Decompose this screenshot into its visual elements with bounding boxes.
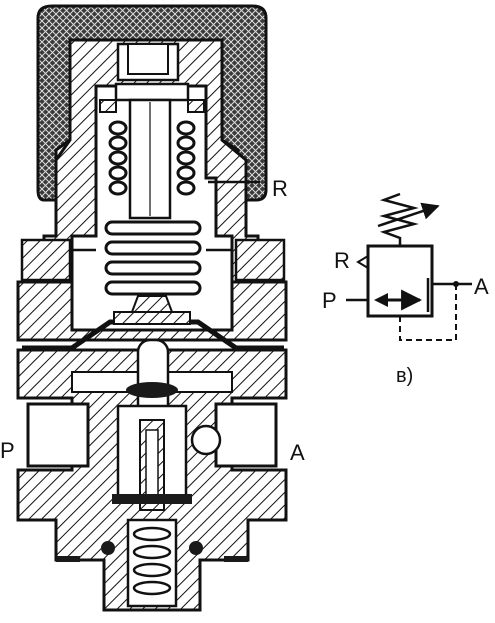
symbol-relief-exhaust — [356, 255, 369, 269]
symbol-adjust-arrow — [377, 202, 440, 228]
symbol-valve-box — [366, 244, 434, 318]
outlet-port-A — [214, 402, 278, 468]
inlet-port-P — [26, 402, 90, 468]
right-lock-nut — [234, 238, 286, 282]
symbol-pilot-line — [399, 284, 457, 341]
bypass-port — [190, 424, 222, 456]
label-r-main: R — [272, 176, 288, 201]
diaphragm-plate — [113, 295, 191, 325]
valve-symbol — [346, 192, 472, 341]
middle-body — [16, 280, 288, 342]
valve-spring — [126, 518, 178, 608]
o-rings — [56, 382, 248, 562]
label-a-symbol: A — [474, 274, 489, 299]
valve-stem — [116, 338, 188, 511]
label-r-symbol: R — [334, 248, 350, 273]
adjusting-screw — [99, 82, 205, 220]
left-lock-nut — [20, 238, 72, 282]
valve-seat — [112, 494, 192, 504]
main-control-spring — [104, 220, 202, 296]
upper-control-spring — [108, 120, 196, 196]
label-p-main: P — [0, 438, 15, 463]
figure-caption: в) — [396, 365, 413, 387]
label-a-main: A — [290, 440, 305, 465]
label-p-symbol: P — [322, 288, 337, 313]
